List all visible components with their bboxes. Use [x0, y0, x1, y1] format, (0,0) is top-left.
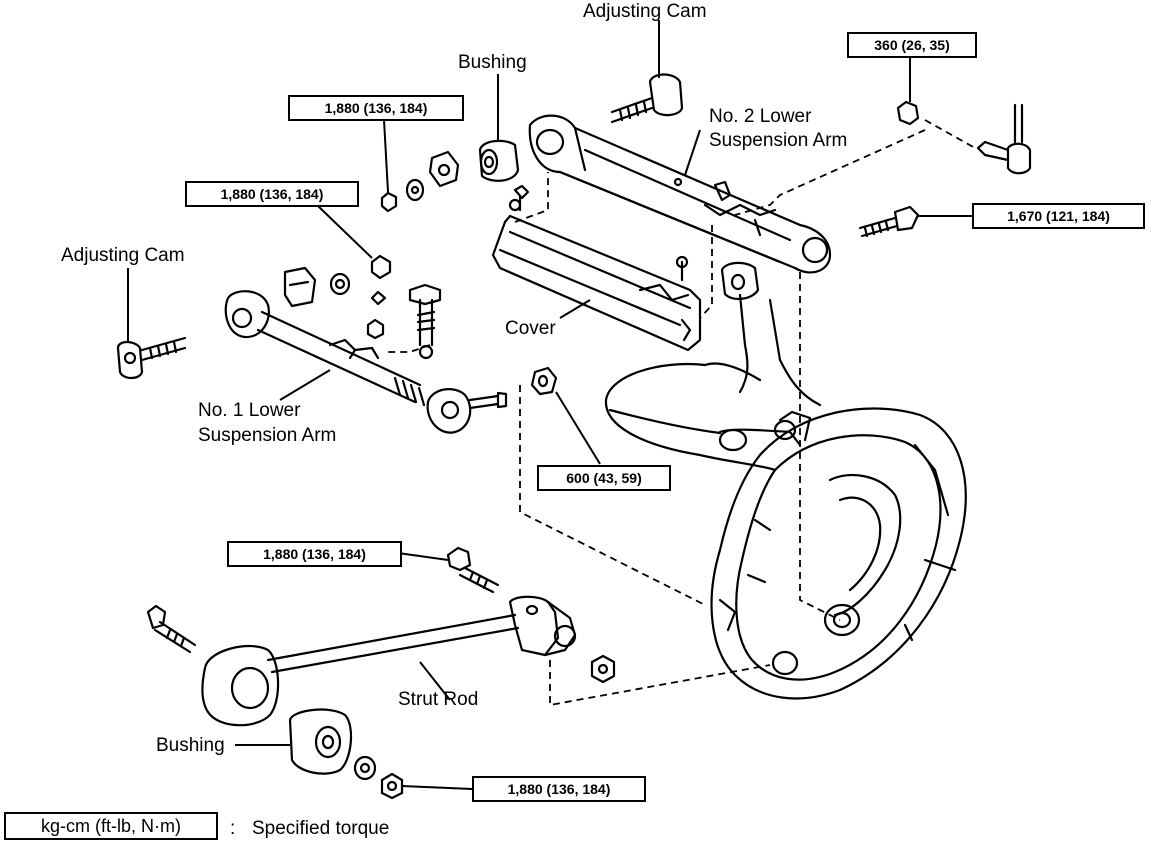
label-bushing-top: Bushing — [458, 52, 527, 73]
legend-unit-box: kg-cm (ft-lb, N·m) — [4, 812, 218, 840]
label-adjusting-cam-left: Adjusting Cam — [61, 245, 185, 266]
torque-no1-outer-nut: 600 (43, 59) — [537, 465, 671, 491]
label-cover: Cover — [505, 318, 556, 339]
torque-no2-pin-nut: 360 (26, 35) — [847, 32, 977, 58]
label-adjusting-cam-top: Adjusting Cam — [583, 1, 707, 22]
no2-outer-bolt — [858, 205, 920, 238]
upper-bushing-group — [380, 139, 520, 213]
label-no2-arm-line2: Suspension Arm — [709, 130, 848, 151]
backing-plate — [710, 407, 967, 700]
strut-rod-bolt — [446, 546, 500, 594]
assembly-guide-lines — [385, 119, 976, 707]
label-no1-arm-line1: No. 1 Lower — [198, 400, 301, 421]
no1-outer-nut — [530, 366, 558, 396]
strut-front-bolt — [146, 604, 197, 654]
torque-bushing-nut-upper: 1,880 (136, 184) — [288, 95, 464, 121]
cover-bolt — [513, 184, 530, 212]
legend-meaning: Specified torque — [252, 818, 390, 839]
no2-pin-assembly — [896, 100, 1032, 175]
adjusting-cam-left — [116, 336, 187, 380]
legend-separator: : — [230, 818, 236, 839]
torque-strut-bolt: 1,880 (136, 184) — [227, 541, 402, 567]
label-no1-arm-line2: Suspension Arm — [198, 425, 337, 446]
no1-inner-hardware — [283, 254, 442, 360]
label-bushing-bottom: Bushing — [156, 735, 225, 756]
label-no2-arm-line1: No. 2 Lower — [709, 106, 812, 127]
no2-lower-suspension-arm — [528, 114, 832, 274]
cover — [491, 198, 702, 352]
axle-carrier-knuckle — [604, 293, 822, 472]
label-strut-rod: Strut Rod — [398, 689, 479, 710]
strut-rear-nut — [590, 654, 616, 684]
knuckle-upper-bushing — [720, 261, 760, 300]
no1-lower-suspension-arm — [224, 290, 508, 434]
adjusting-cam-top — [610, 73, 684, 124]
lower-bushing-group — [288, 708, 404, 800]
torque-no2-outer-bolt: 1,670 (121, 184) — [972, 203, 1145, 229]
torque-strut-front-nut: 1,880 (136, 184) — [472, 776, 646, 802]
strut-rod — [201, 595, 577, 727]
torque-no1-inner-nut: 1,880 (136, 184) — [185, 181, 359, 207]
leader-lines — [127, 20, 972, 790]
